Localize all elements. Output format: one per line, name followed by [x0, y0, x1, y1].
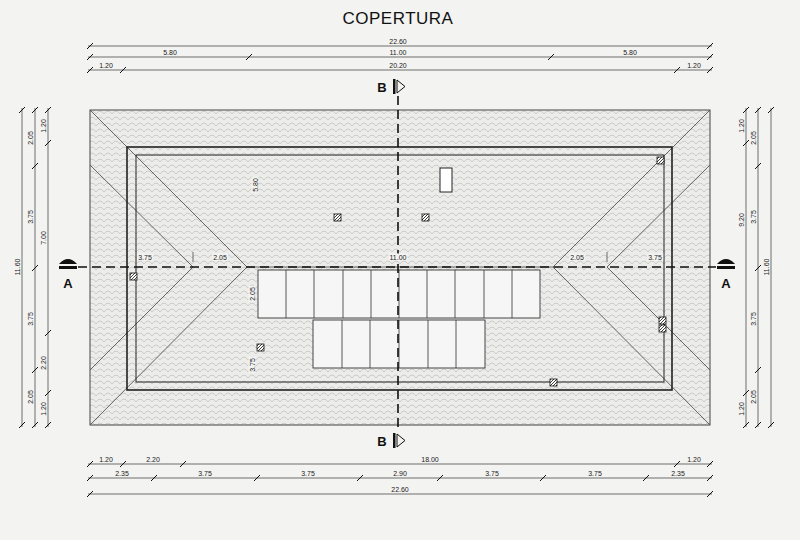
dimension-label: 1.20	[40, 118, 47, 134]
section-letter: B	[376, 81, 387, 94]
dimension-label: 3.75	[647, 254, 663, 261]
dimension-label: 3.75	[27, 209, 34, 225]
dimension-label: 11.00	[389, 254, 408, 261]
dimension-label: 2.05	[212, 254, 228, 261]
dimension-label: 2.20	[40, 355, 47, 371]
dimension-label: 3.75	[484, 470, 500, 477]
dimension-label: 5.80	[252, 177, 259, 193]
section-letter: A	[720, 277, 731, 290]
dimension-label: 1.20	[738, 118, 745, 134]
dimension-label: 9.20	[738, 212, 745, 228]
dimension-label: 3.75	[587, 470, 603, 477]
dimension-label: 3.75	[750, 311, 757, 327]
dimension-label: 3.75	[750, 209, 757, 225]
dimension-label: 3.75	[300, 470, 316, 477]
dimension-label: 3.75	[27, 311, 34, 327]
dimension-label: 5.80	[622, 49, 638, 56]
drawing-title: COPERTURA	[342, 10, 455, 27]
dimension-label: 2.05	[27, 130, 34, 146]
dimension-label: 7.00	[40, 230, 47, 246]
dimension-label: 11.60	[14, 258, 21, 277]
dimension-label: 2.90	[392, 470, 408, 477]
dimension-label: 3.75	[249, 357, 256, 373]
dimension-label: 1.20	[686, 62, 702, 69]
dimension-label: 11.00	[389, 49, 408, 56]
dimension-label: 2.05	[750, 389, 757, 405]
dimension-label: 3.75	[197, 470, 213, 477]
dimension-label: 20.20	[388, 62, 408, 69]
dimension-label: 2.20	[145, 456, 161, 463]
dimension-label: 2.05	[249, 286, 256, 302]
dimension-label: 1.20	[40, 401, 47, 417]
dimension-label: 18.00	[420, 456, 440, 463]
dimension-label: 11.60	[763, 258, 770, 277]
dimension-label: 1.20	[738, 401, 745, 417]
section-letter: B	[376, 435, 387, 448]
dimension-label: 5.80	[162, 49, 178, 56]
dimension-label: 22.60	[388, 38, 408, 45]
dimension-label: 2.05	[27, 389, 34, 405]
dimension-label: 1.20	[98, 456, 114, 463]
dimension-label: 1.20	[686, 456, 702, 463]
dimension-label: 1.20	[98, 62, 114, 69]
dimension-label: 2.05	[750, 130, 757, 146]
dimension-label: 3.75	[137, 254, 153, 261]
dimension-label: 2.05	[569, 254, 585, 261]
section-letter: A	[62, 277, 73, 290]
dimension-label: 2.35	[670, 470, 686, 477]
dimension-label: 2.35	[114, 470, 130, 477]
dimension-label: 22.60	[390, 486, 410, 493]
